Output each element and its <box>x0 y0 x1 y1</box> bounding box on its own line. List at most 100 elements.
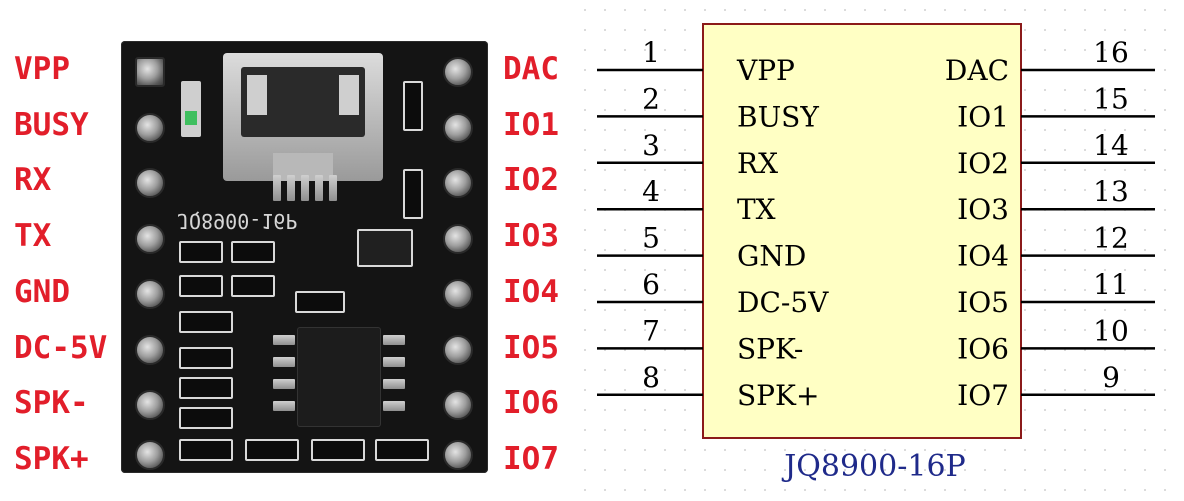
pin-name: IO6 <box>957 332 1009 365</box>
module-board: JQ8900-16P <box>121 41 488 473</box>
photo-label-spk-plus: SPK+ <box>14 441 89 477</box>
ic-pad <box>383 335 405 345</box>
photo-label-io3: IO3 <box>503 218 559 254</box>
photo-label-busy: BUSY <box>14 107 89 143</box>
usb-pad <box>329 175 337 201</box>
pin-name: BUSY <box>737 100 819 133</box>
ic-pad <box>273 335 295 345</box>
pin-name: DAC <box>945 54 1009 87</box>
header-pin <box>135 390 165 420</box>
photo-label-io6: IO6 <box>503 385 559 421</box>
board-silkscreen-text: JQ8900-16P <box>177 209 298 233</box>
ic-pad <box>383 357 405 367</box>
smd-resistor <box>295 291 345 313</box>
pin-name: SPK- <box>737 332 803 365</box>
header-pin <box>135 335 165 365</box>
smd-resistor <box>179 439 233 461</box>
pin-number: 16 <box>1093 36 1129 69</box>
pin-number: 9 <box>1102 361 1120 394</box>
smd-resistor <box>179 407 233 429</box>
smd-resistor <box>179 275 223 297</box>
photo-label-io4: IO4 <box>503 274 559 310</box>
regulator-chip <box>357 229 413 267</box>
photo-label-io1: IO1 <box>503 107 559 143</box>
pin-name: IO3 <box>957 193 1009 226</box>
photo-label-rx: RX <box>14 162 52 198</box>
usb-pad <box>301 175 309 201</box>
header-pin <box>443 335 473 365</box>
part-name-label: JQ8900-16P <box>781 449 965 484</box>
smd-resistor <box>231 275 275 297</box>
header-pin <box>443 57 473 87</box>
pin-number: 6 <box>642 268 660 301</box>
pin-name: GND <box>737 240 806 273</box>
pin-name: TX <box>737 193 776 226</box>
pin-number: 2 <box>642 82 660 115</box>
pin-number: 3 <box>642 129 660 162</box>
photo-label-vpp: VPP <box>14 51 70 87</box>
pin-name: IO4 <box>957 240 1009 273</box>
photo-label-dc5v: DC-5V <box>14 330 108 366</box>
header-pin <box>443 279 473 309</box>
pin-number: 12 <box>1093 222 1129 255</box>
photo-label-dac: DAC <box>503 51 559 87</box>
ic-pad <box>273 401 295 411</box>
pin-name: SPK+ <box>737 379 819 412</box>
photo-label-io2: IO2 <box>503 162 559 198</box>
header-pin <box>135 113 165 143</box>
header-pin <box>135 57 165 87</box>
smd-resistor <box>179 347 233 369</box>
pin-name: VPP <box>736 54 795 87</box>
smd-resistor <box>231 241 275 263</box>
header-pin <box>135 224 165 254</box>
pin-number: 13 <box>1093 175 1129 208</box>
module-photo: VPP BUSY RX TX GND DC-5V SPK- SPK+ DAC I… <box>0 0 575 501</box>
pin-name: DC-5V <box>737 286 829 319</box>
pin-number: 4 <box>642 175 660 208</box>
header-pin <box>135 168 165 198</box>
header-pin <box>443 390 473 420</box>
smd-component <box>403 169 423 219</box>
header-pin <box>135 440 165 470</box>
pin-name: RX <box>737 147 778 180</box>
header-pin <box>443 113 473 143</box>
header-pin <box>443 224 473 254</box>
pin-number: 11 <box>1093 268 1129 301</box>
usb-pad <box>273 175 281 201</box>
main-ic <box>297 327 381 427</box>
photo-label-io7: IO7 <box>503 441 559 477</box>
pin-name: IO7 <box>957 379 1009 412</box>
pin-name: IO5 <box>957 286 1009 319</box>
pin-number: 15 <box>1093 82 1129 115</box>
smd-resistor <box>311 439 365 461</box>
pin-number: 14 <box>1093 129 1129 162</box>
status-led <box>181 81 201 137</box>
smd-resistor <box>375 439 429 461</box>
smd-resistor <box>179 377 233 399</box>
ic-pad <box>383 379 405 389</box>
pin-name: IO1 <box>957 100 1009 133</box>
usb-pad <box>287 175 295 201</box>
smd-resistor <box>179 311 233 333</box>
photo-label-io5: IO5 <box>503 330 559 366</box>
ic-pad <box>273 379 295 389</box>
pin-number: 10 <box>1093 314 1129 347</box>
header-pin <box>443 168 473 198</box>
ic-body <box>702 23 1022 439</box>
ic-pad <box>383 401 405 411</box>
pin-name: IO2 <box>957 147 1009 180</box>
header-pin <box>443 440 473 470</box>
ic-pad <box>273 357 295 367</box>
photo-label-spk-minus: SPK- <box>14 385 89 421</box>
smd-component <box>403 81 423 131</box>
pin-number: 8 <box>642 361 660 394</box>
usb-connector <box>223 53 383 181</box>
smd-resistor <box>179 241 223 263</box>
smd-resistor <box>245 439 299 461</box>
photo-label-tx: TX <box>14 218 52 254</box>
pin-number: 7 <box>642 314 660 347</box>
